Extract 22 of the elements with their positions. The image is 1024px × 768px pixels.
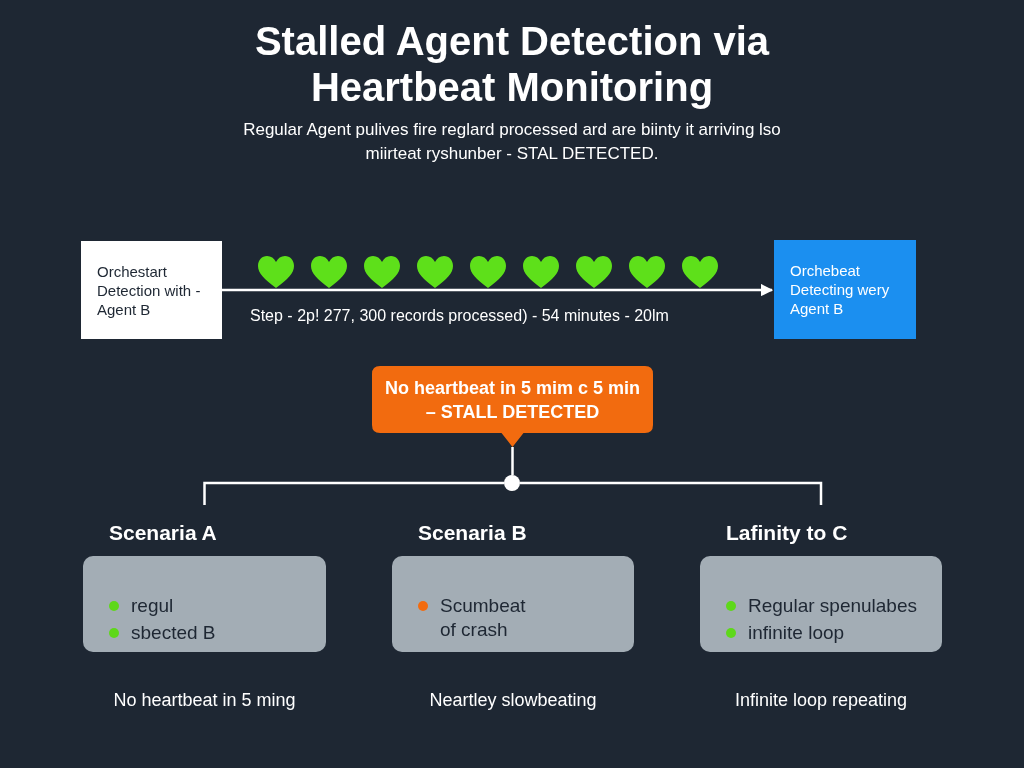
scenario-caption: No heartbeat in 5 ming (112, 690, 297, 711)
bullet-text: infinite loop (748, 621, 845, 645)
junction-dot (504, 475, 520, 491)
diagram-title: Stalled Agent Detection via Heartbeat Monitoring (253, 18, 771, 110)
bullet-text: Scumbeat of crash (440, 594, 527, 642)
arrow (222, 283, 774, 297)
connector-line (511, 447, 514, 475)
scenario-heading: Scenaria A (109, 521, 217, 545)
scenario-caption: Neartley slowbeating (428, 690, 598, 711)
detector-box: Orchebeat Detecting wery Agent B (774, 240, 916, 339)
connector-line (520, 481, 823, 505)
timeline-label: Step - 2p! 277, 300 records processed) - 54 minutes - 20lm (250, 306, 670, 326)
alert-callout: No heartbeat in 5 mim c 5 min – STALL DETECTED (372, 366, 653, 447)
subtitle: Regular Agent pulives fire reglard processed ard are biinty it arriving lso miirteat ryshunber - STAL DETECTED. (242, 119, 782, 165)
scenario-heading: Scenaria B (418, 521, 527, 545)
bullet-text: regul (131, 594, 174, 618)
connector-line (203, 481, 504, 505)
bullet-text: sbected B (131, 621, 216, 645)
scenario-heading: Lafinity to C (726, 521, 848, 545)
bullet-text: Regular spenulabes (748, 594, 917, 618)
agent-box: Orchestart Detection with - Agent B (81, 241, 222, 339)
scenario-caption: Infinite loop repeating (733, 690, 909, 711)
